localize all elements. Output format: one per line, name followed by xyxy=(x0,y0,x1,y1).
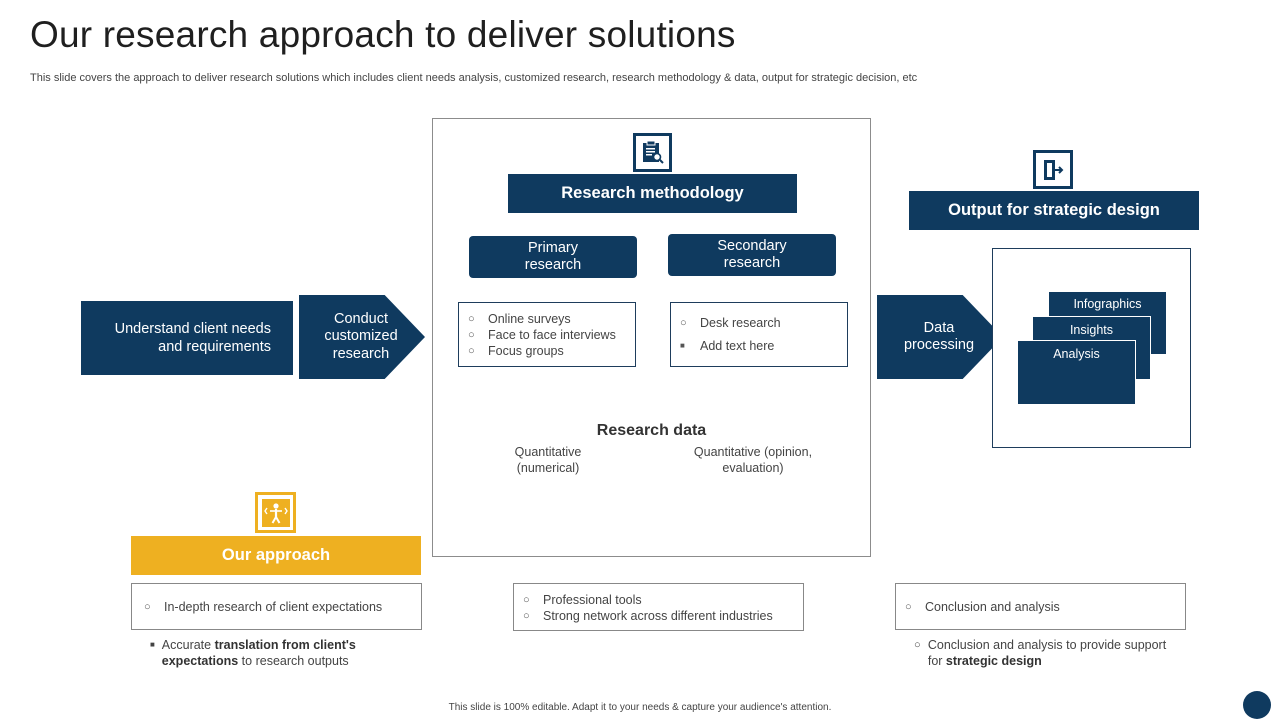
slide-footer: This slide is 100% editable. Adapt it to… xyxy=(448,702,832,713)
list-item: ○Face to face interviews xyxy=(468,328,616,342)
data-processing-label: Data processing xyxy=(903,319,975,354)
understand-client-label: Understand client needs and requirements xyxy=(114,321,271,355)
approach-icon-frame xyxy=(255,492,296,533)
conduct-research-label: Conduct customized research xyxy=(324,310,398,362)
output-title: Output for strategic design xyxy=(948,201,1160,219)
analysis-card: Analysis xyxy=(1017,340,1136,405)
research-data-title: Research data xyxy=(596,422,707,439)
approach-middle-box: ○Professional tools ○Strong network acro… xyxy=(513,583,804,631)
approach-left-box: ○In-depth research of client expectation… xyxy=(131,583,422,630)
quantitative-numerical: Quantitative (numerical) xyxy=(514,445,582,475)
clipboard-search-icon xyxy=(641,140,665,165)
list-item: ○Focus groups xyxy=(468,344,564,358)
slide-subtitle: This slide covers the approach to delive… xyxy=(30,72,918,84)
approach-title: Our approach xyxy=(221,546,331,564)
secondary-research-list: ○Desk research ■Add text here xyxy=(680,315,847,354)
quantitative-opinion: Quantitative (opinion, evaluation) xyxy=(693,445,813,475)
list-item: ○Desk research xyxy=(680,316,781,330)
methodology-icon-frame xyxy=(633,133,672,172)
list-item: ○Conclusion and analysis xyxy=(905,600,1060,614)
primary-research-tag: Primary research xyxy=(469,236,637,278)
approach-header: Our approach xyxy=(131,536,421,575)
exit-door-icon xyxy=(1041,158,1065,182)
approach-right-box: ○Conclusion and analysis xyxy=(895,583,1186,630)
person-arrows-icon xyxy=(261,498,290,527)
approach-left-note: ■ Accurate translation from client's exp… xyxy=(150,638,356,668)
secondary-research-list-box: ○Desk research ■Add text here xyxy=(670,302,848,367)
primary-research-list-box: ○Online surveys ○Face to face interviews… xyxy=(458,302,636,367)
corner-circle xyxy=(1243,691,1271,719)
data-processing-arrow: Data processing xyxy=(877,295,1003,379)
understand-client-box: Understand client needs and requirements xyxy=(81,301,293,375)
list-item: ○Professional tools xyxy=(523,593,642,607)
list-item: ○Online surveys xyxy=(468,312,571,326)
secondary-research-tag: Secondary research xyxy=(668,234,836,276)
list-item: ○In-depth research of client expectation… xyxy=(144,600,383,614)
primary-research-label: Primary research xyxy=(524,239,582,274)
primary-research-list: ○Online surveys ○Face to face interviews… xyxy=(468,311,635,359)
approach-right-note: ○ Conclusion and analysis to provide sup… xyxy=(914,638,1167,668)
conduct-research-arrow: Conduct customized research xyxy=(299,295,425,379)
output-icon-frame xyxy=(1033,150,1073,189)
methodology-header: Research methodology xyxy=(508,174,797,213)
output-header: Output for strategic design xyxy=(909,191,1199,230)
methodology-title: Research methodology xyxy=(561,184,744,202)
list-item: ○Strong network across different industr… xyxy=(523,609,773,623)
secondary-research-label: Secondary research xyxy=(717,237,787,272)
list-item: ■Add text here xyxy=(680,339,775,353)
slide-title: Our research approach to deliver solutio… xyxy=(30,14,736,55)
